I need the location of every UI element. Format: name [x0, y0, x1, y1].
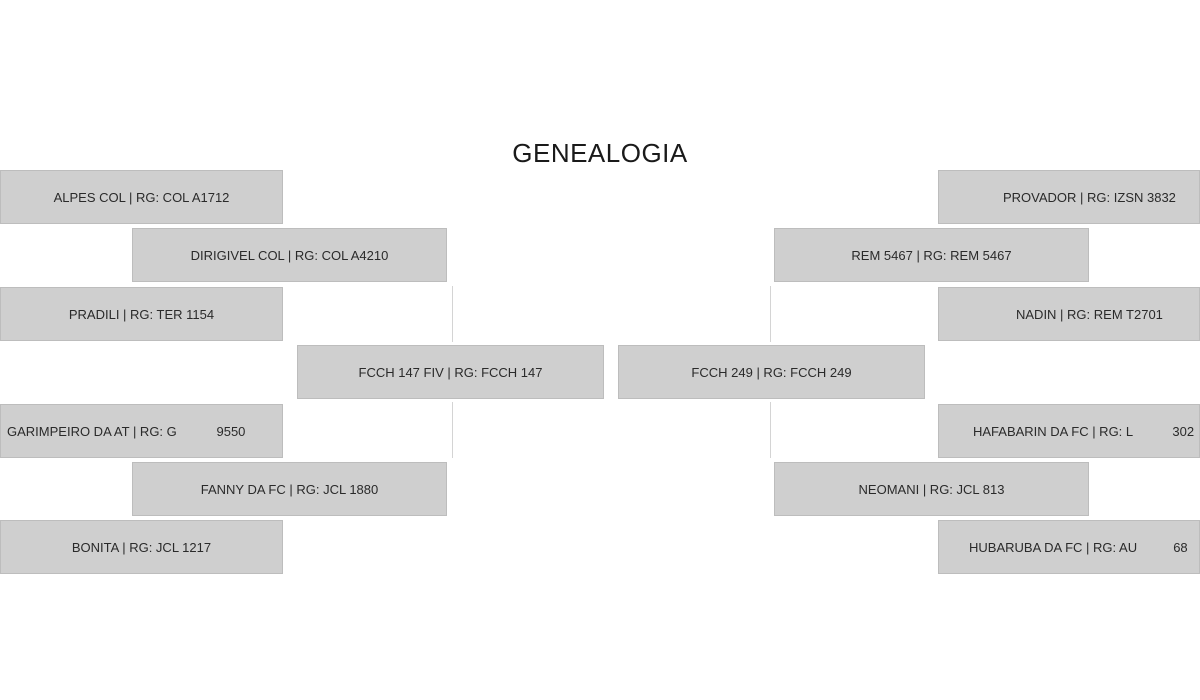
pedigree-label: PRADILI | RG: TER 1154: [68, 306, 215, 322]
pedigree-box-sire-granddam: FANNY DA FC | RG: JCL 1880: [132, 462, 447, 516]
pedigree-label: FCCH 147 FIV | RG: FCCH 147: [358, 364, 543, 380]
page-title: GENEALOGIA: [512, 138, 688, 168]
pedigree-label: GARIMPEIRO DA AT | RG: G 9550: [7, 423, 246, 439]
pedigree-box-sire-great-grandsire-2: GARIMPEIRO DA AT | RG: G 9550: [0, 404, 283, 458]
pedigree-label: ALPES COL | RG: COL A1712: [53, 189, 230, 205]
connector-line: [770, 402, 771, 458]
pedigree-box-dam-granddam: NEOMANI | RG: JCL 813: [774, 462, 1089, 516]
pedigree-box-dam-great-grandsire-2: HAFABARIN DA FC | RG: L 302: [938, 404, 1200, 458]
connector-line: [452, 402, 453, 458]
pedigree-box-dam-great-grandsire-1: PROVADOR | RG: IZSN 3832: [938, 170, 1200, 224]
pedigree-box-dam-great-granddam-1: NADIN | RG: REM T2701: [938, 287, 1200, 341]
pedigree-box-sire-great-granddam-2: BONITA | RG: JCL 1217: [0, 520, 283, 574]
pedigree-box-dam-grandsire: REM 5467 | RG: REM 5467: [774, 228, 1089, 282]
pedigree-label: PROVADOR | RG: IZSN 3832: [1003, 189, 1176, 205]
pedigree-label: REM 5467 | RG: REM 5467: [851, 247, 1012, 263]
pedigree-label: NEOMANI | RG: JCL 813: [858, 481, 1005, 497]
pedigree-box-sire-great-granddam-1: PRADILI | RG: TER 1154: [0, 287, 283, 341]
pedigree-box-sire: FCCH 147 FIV | RG: FCCH 147: [297, 345, 604, 399]
pedigree-label: NADIN | RG: REM T2701: [1016, 306, 1163, 322]
connector-line: [452, 286, 453, 342]
pedigree-label: HAFABARIN DA FC | RG: L 302: [973, 423, 1195, 439]
pedigree-box-sire-grandsire: DIRIGIVEL COL | RG: COL A4210: [132, 228, 447, 282]
pedigree-label: DIRIGIVEL COL | RG: COL A4210: [190, 247, 389, 263]
pedigree-label: HUBARUBA DA FC | RG: AU 68: [969, 539, 1188, 555]
pedigree-box-dam-great-granddam-2: HUBARUBA DA FC | RG: AU 68: [938, 520, 1200, 574]
pedigree-box-sire-great-grandsire-1: ALPES COL | RG: COL A1712: [0, 170, 283, 224]
pedigree-label: FANNY DA FC | RG: JCL 1880: [200, 481, 379, 497]
pedigree-label: FCCH 249 | RG: FCCH 249: [691, 364, 852, 380]
pedigree-label: BONITA | RG: JCL 1217: [71, 539, 212, 555]
pedigree-box-dam: FCCH 249 | RG: FCCH 249: [618, 345, 925, 399]
connector-line: [770, 286, 771, 342]
